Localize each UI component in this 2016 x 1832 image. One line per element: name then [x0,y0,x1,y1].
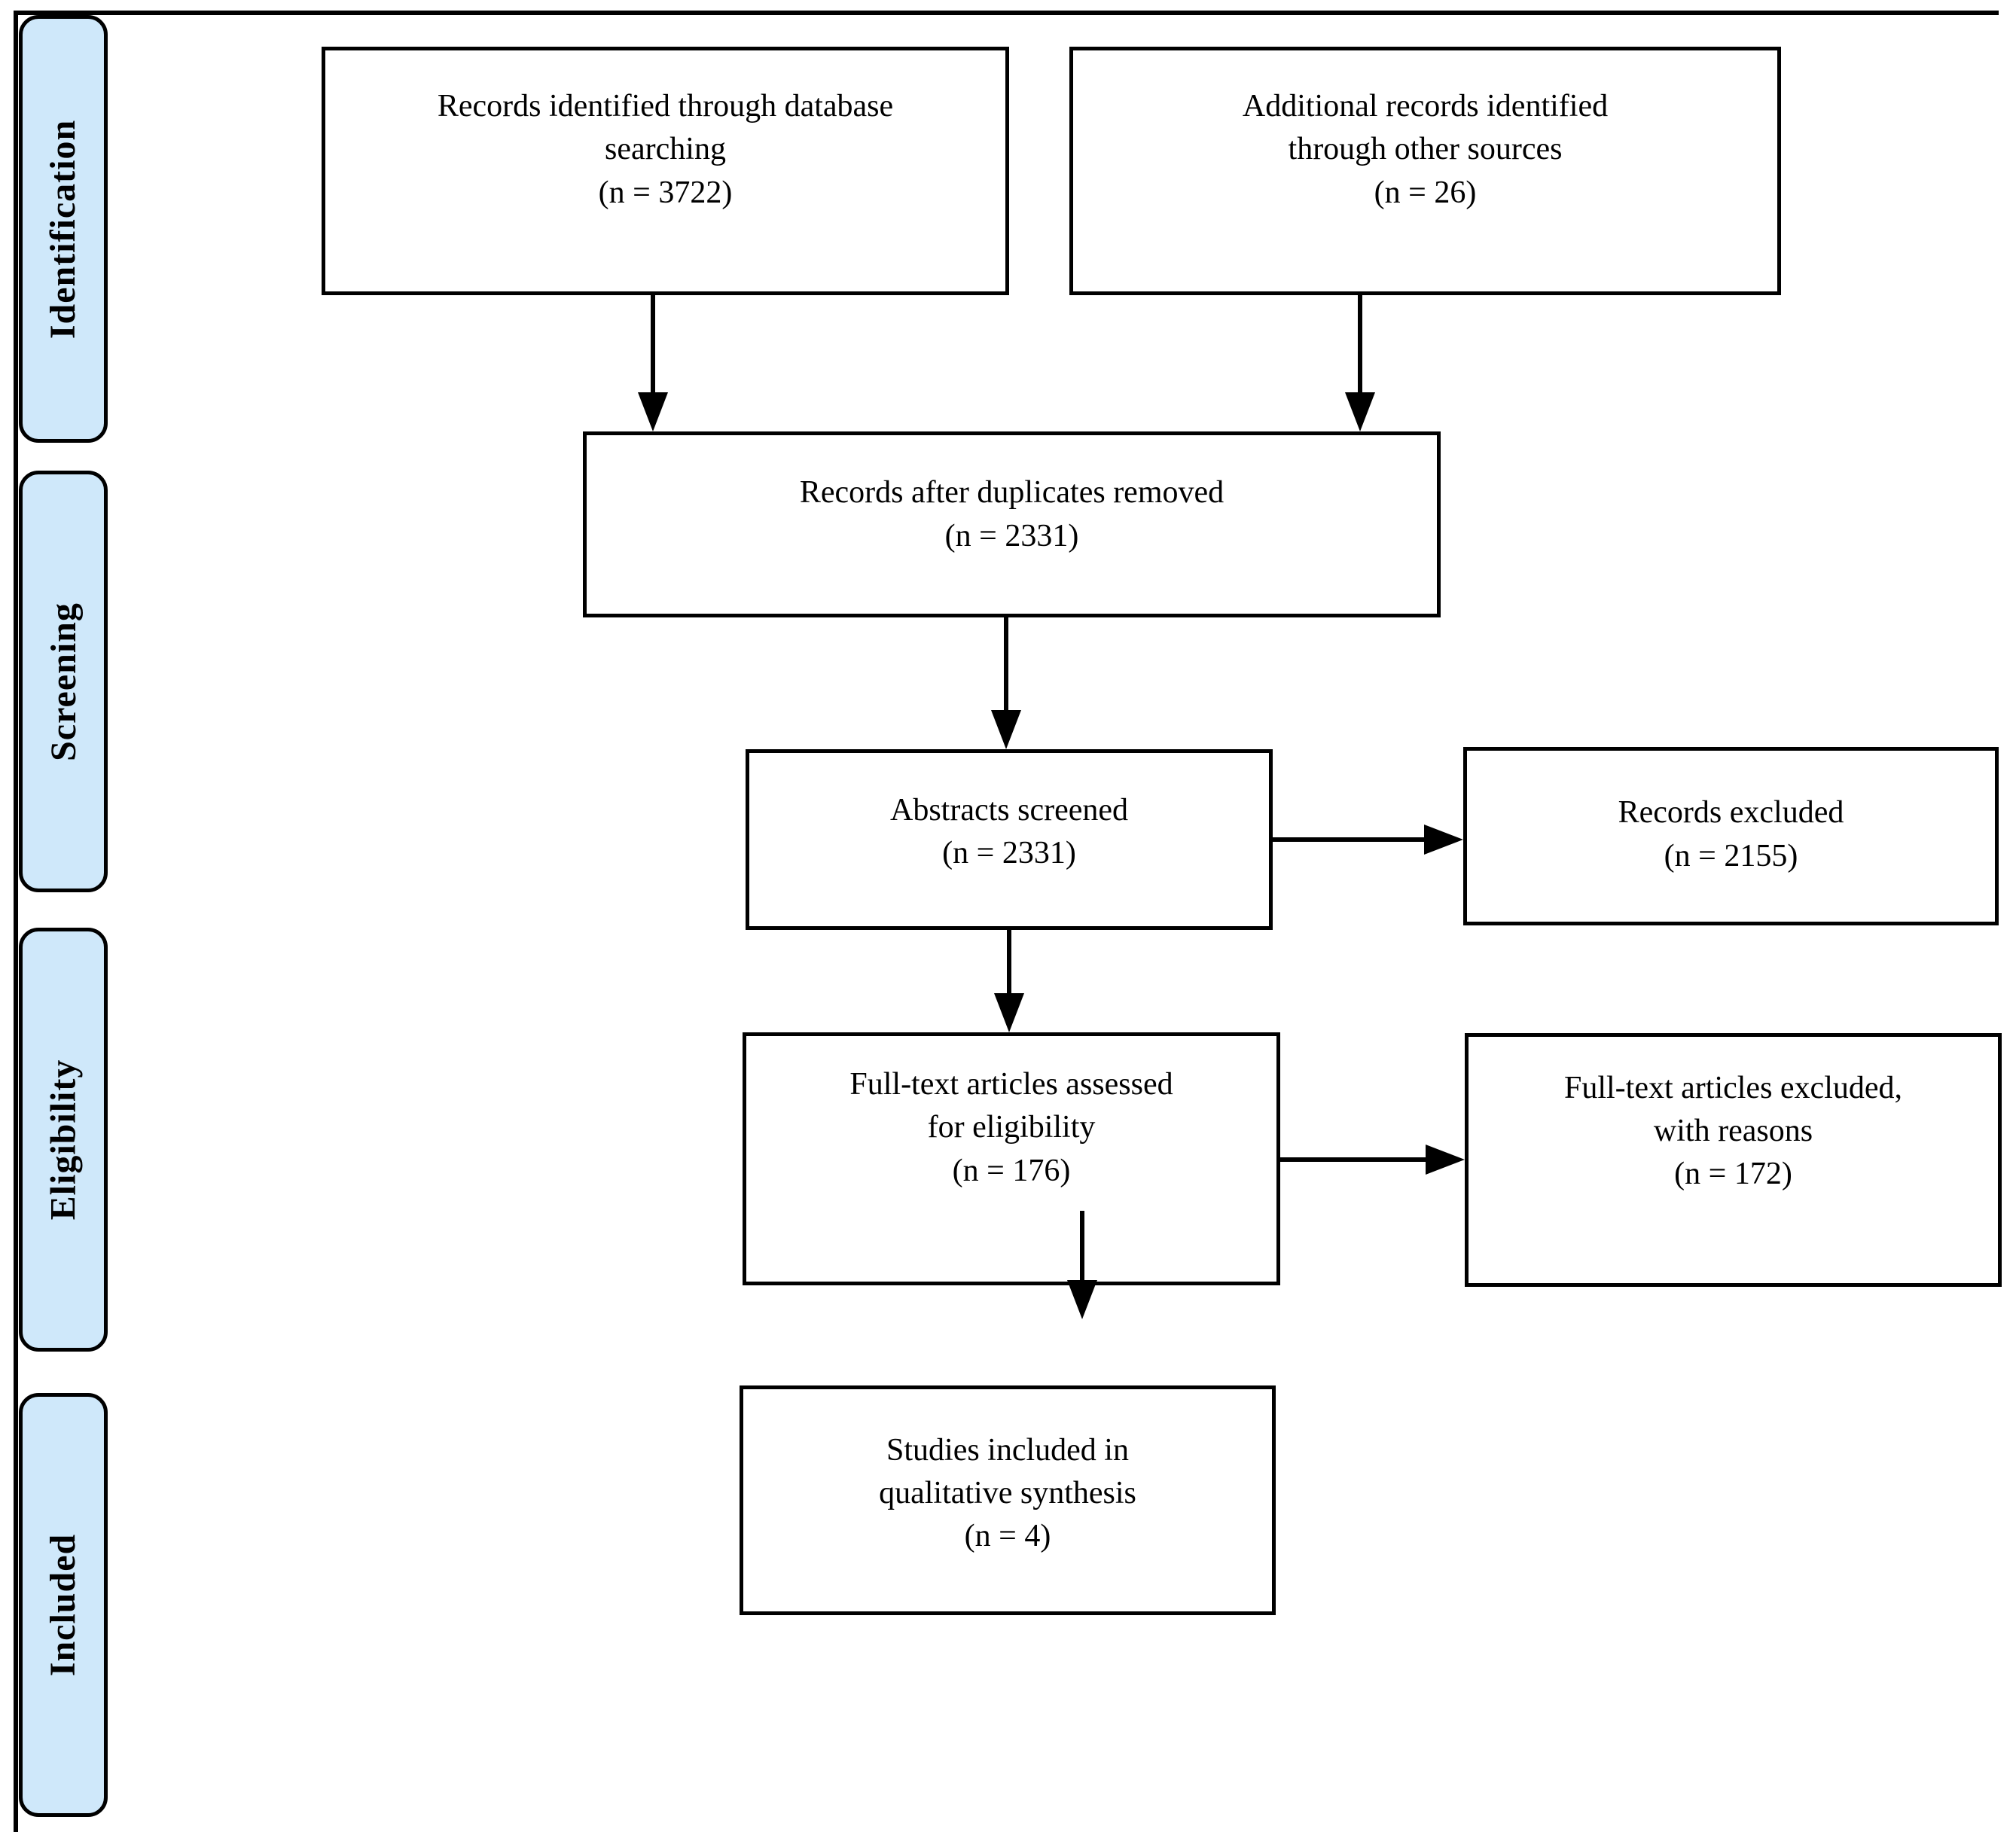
box-fulltext-assessed-count: (n = 176) [952,1153,1071,1188]
frame-top-border [15,11,1999,15]
stage-identification-label: Identification [43,119,84,339]
box-fulltext-excluded-line1: Full-text articles excluded, [1563,1070,1903,1105]
box-fulltext-excluded: Full-text articles excluded, with reason… [1465,1033,2002,1287]
stage-included-label: Included [43,1533,84,1677]
box-records-identified-database: Records identified through database sear… [322,47,1009,295]
box-studies-included-count: (n = 4) [964,1519,1051,1554]
box-records-after-duplicates-removed-count: (n = 2331) [944,518,1079,553]
stage-eligibility: Eligibility [19,928,108,1352]
box-fulltext-excluded-count: (n = 172) [1674,1157,1792,1192]
box-records-after-duplicates-removed: Records after duplicates removed (n = 23… [583,431,1441,617]
box-abstracts-screened-line1: Abstracts screened [889,792,1129,828]
box-abstracts-screened-count: (n = 2331) [942,836,1076,870]
box-records-identified-database-line2: searching [605,132,726,167]
box-records-identified-database-line1: Records identified through database [437,89,894,124]
arrow-other-sources-to-duplicates-head-icon [1345,392,1375,431]
arrow-duplicates-to-abstracts [1004,617,1008,712]
frame-left-border [14,11,18,1832]
stage-screening: Screening [19,471,108,892]
box-records-excluded-count: (n = 2155) [1664,838,1798,873]
arrow-fulltext-to-studies-included [1080,1211,1084,1283]
arrow-fulltext-to-fulltext-excluded-head-icon [1426,1145,1465,1175]
box-records-excluded-line1: Records excluded [1618,795,1844,831]
arrow-fulltext-to-studies-included-head-icon [1067,1280,1097,1319]
box-studies-included-line2: qualitative synthesis [879,1475,1136,1510]
box-fulltext-assessed: Full-text articles assessed for eligibil… [743,1032,1280,1285]
box-fulltext-assessed-line2: for eligibility [927,1110,1096,1145]
box-fulltext-assessed-line1: Full-text articles assessed [849,1067,1173,1102]
box-records-identified-database-count: (n = 3722) [598,175,733,210]
box-additional-records-other-sources-count: (n = 26) [1374,175,1477,210]
box-records-after-duplicates-removed-line1: Records after duplicates removed [799,475,1225,511]
arrow-duplicates-to-abstracts-head-icon [991,710,1021,749]
box-records-excluded: Records excluded (n = 2155) [1463,747,1999,925]
arrow-abstracts-to-fulltext-head-icon [994,993,1024,1032]
box-fulltext-excluded-line2: with reasons [1653,1113,1813,1148]
arrow-other-sources-to-duplicates [1358,295,1362,395]
box-additional-records-other-sources-line2: through other sources [1288,132,1563,167]
stage-eligibility-label: Eligibility [43,1059,84,1221]
box-studies-included-line1: Studies included in [886,1432,1129,1468]
arrow-database-to-duplicates [651,295,655,395]
stage-included: Included [19,1393,108,1817]
arrow-database-to-duplicates-head-icon [638,392,668,431]
arrow-fulltext-to-fulltext-excluded [1280,1157,1427,1162]
stage-identification: Identification [19,15,108,443]
box-additional-records-other-sources-line1: Additional records identified [1242,89,1609,124]
box-additional-records-other-sources: Additional records identified through ot… [1069,47,1781,295]
box-studies-included: Studies included in qualitative synthesi… [740,1385,1276,1615]
stage-screening-label: Screening [43,602,84,761]
box-abstracts-screened: Abstracts screened (n = 2331) [746,749,1273,930]
arrow-abstracts-to-records-excluded [1273,837,1426,842]
arrow-abstracts-to-records-excluded-head-icon [1424,825,1463,855]
arrow-abstracts-to-fulltext [1007,930,1011,996]
